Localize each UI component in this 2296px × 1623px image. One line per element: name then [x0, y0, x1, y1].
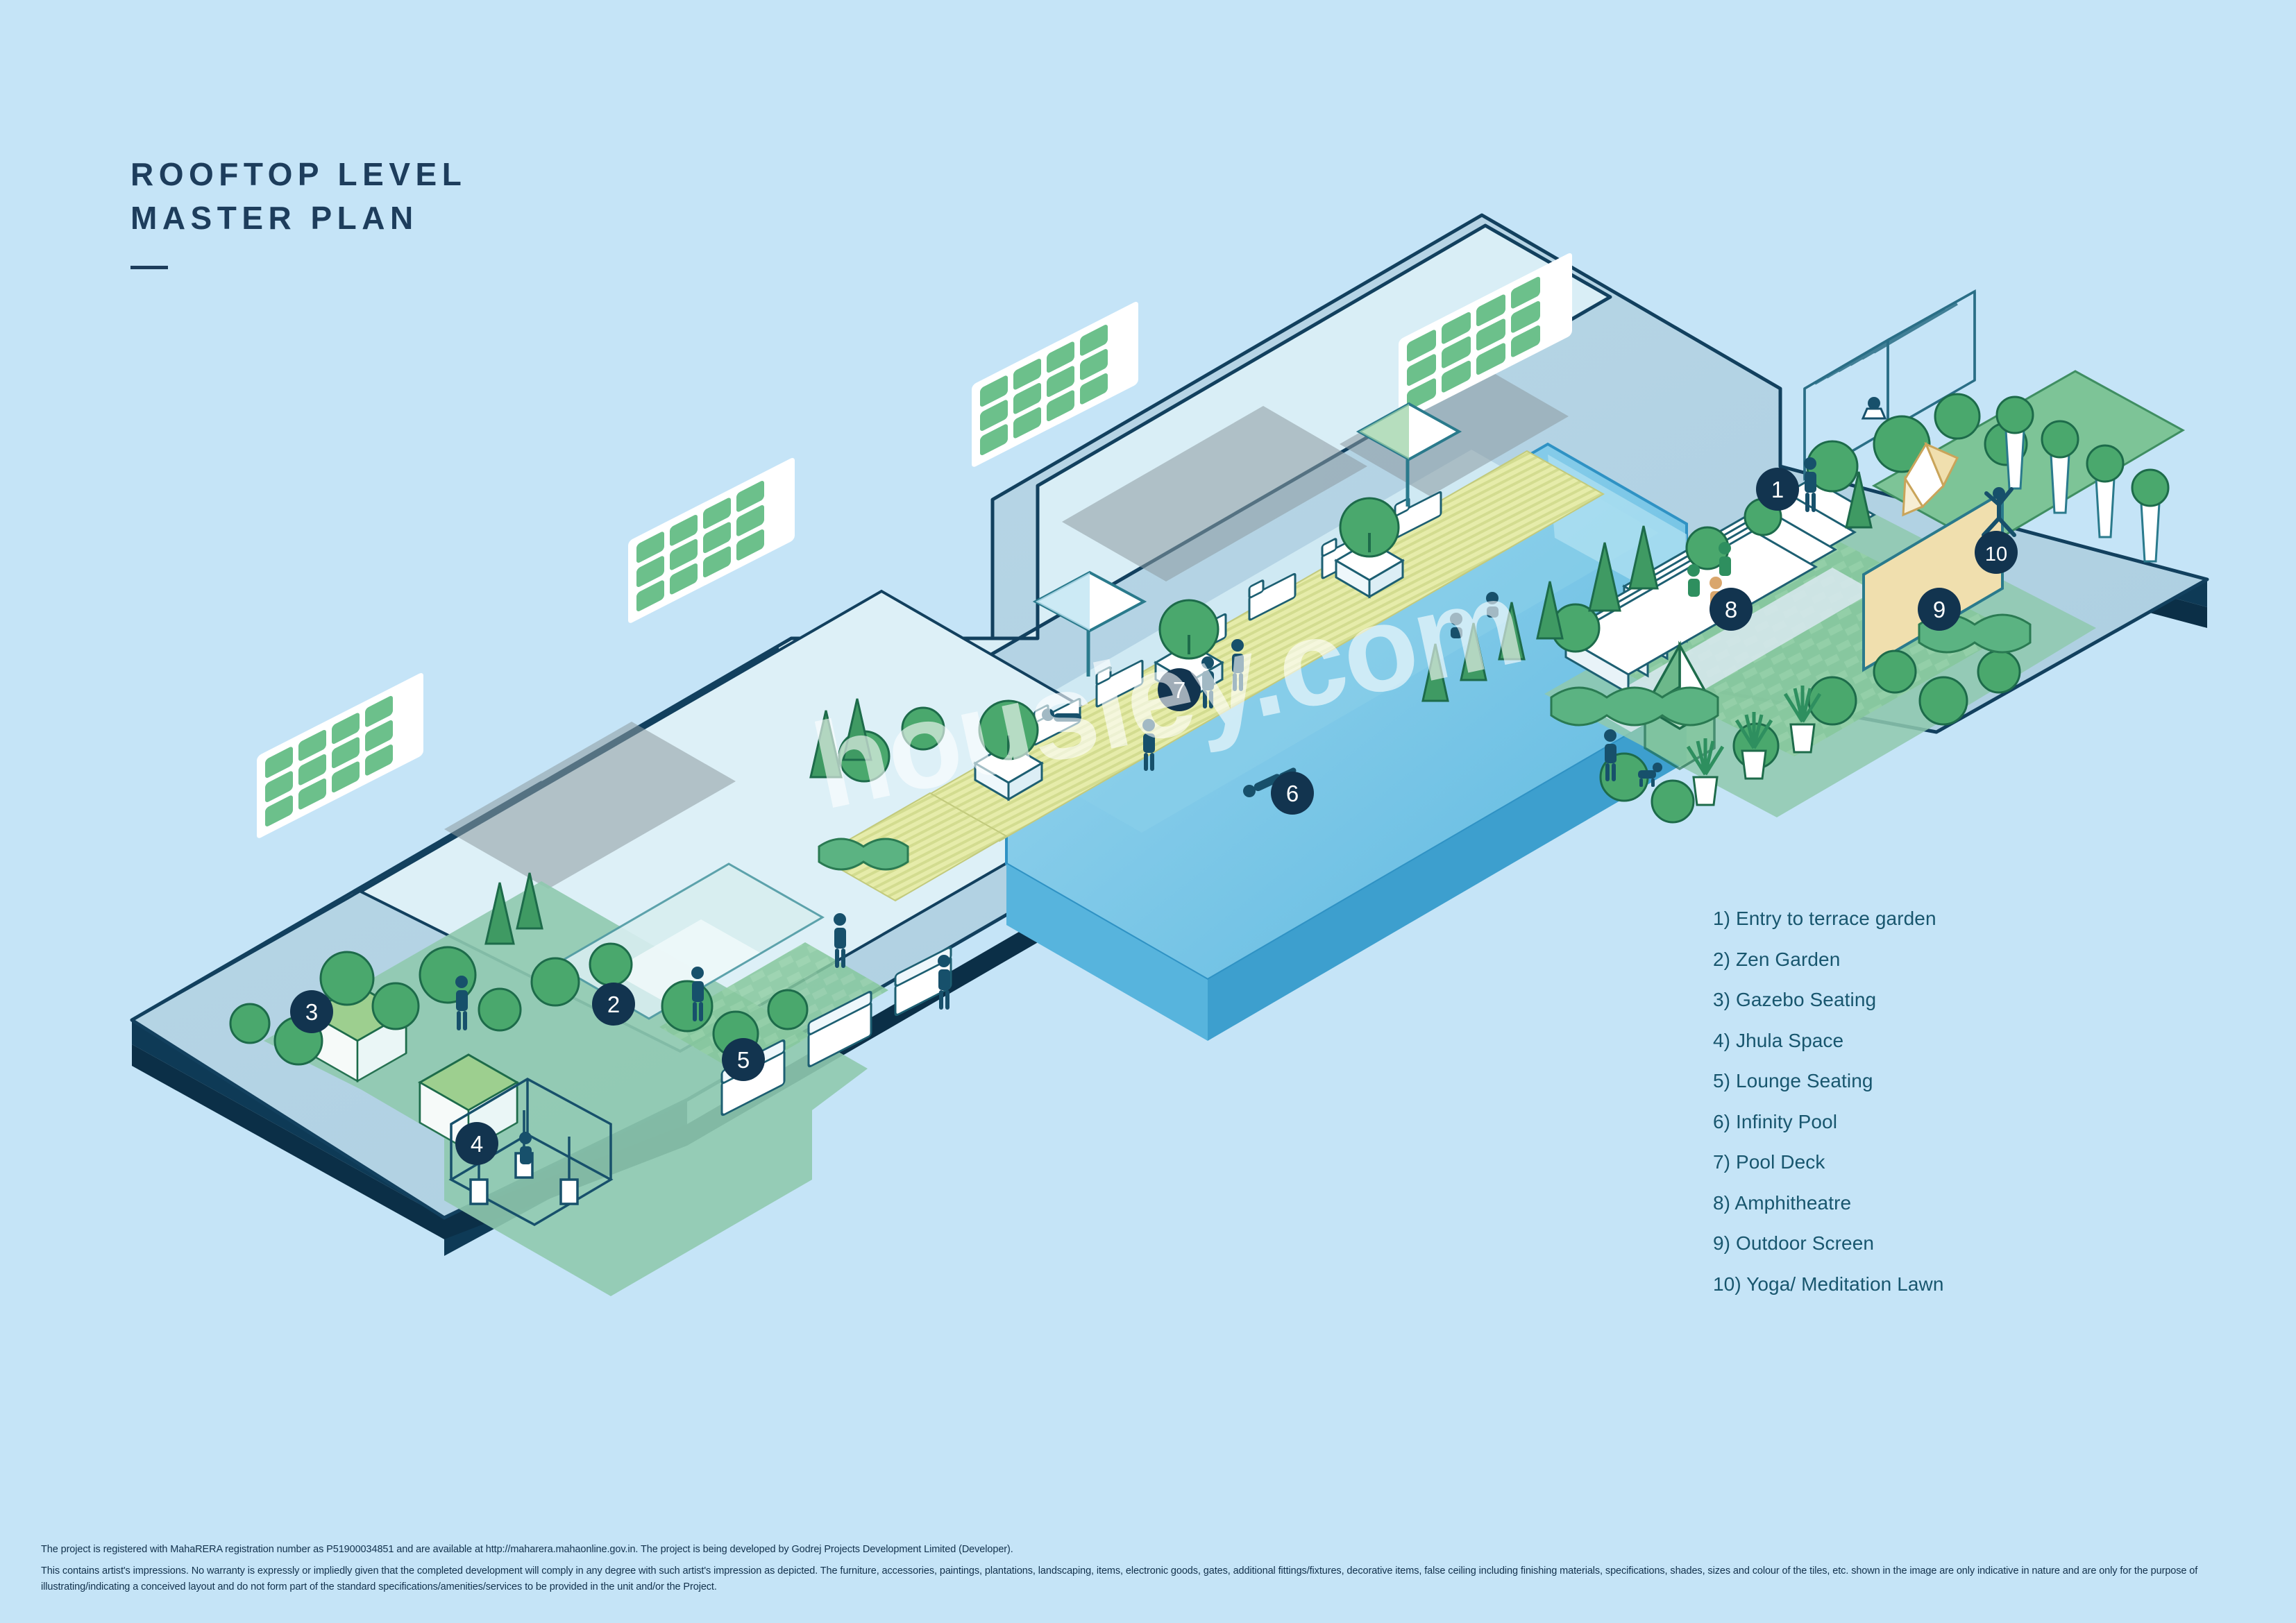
- roof-shadow-patches: [444, 364, 1735, 889]
- page-title: ROOFTOP LEVEL MASTER PLAN: [130, 153, 466, 269]
- legend-list: 1) Entry to terrace garden 2) Zen Garden 3…: [1713, 909, 1944, 1315]
- title-line-2: MASTER PLAN: [130, 200, 419, 237]
- map-marker-number: 1: [1771, 477, 1784, 502]
- map-marker-entry-to-terrace-garden[interactable]: 1: [1756, 468, 1799, 511]
- map-marker-number: 10: [1985, 543, 2007, 566]
- map-marker-number: 8: [1725, 597, 1737, 622]
- hex-pavilion: [1641, 640, 1717, 771]
- left-garden-zone: [264, 863, 888, 1296]
- jhula-swings: [448, 1077, 614, 1227]
- map-marker-number: 3: [305, 999, 318, 1025]
- legend-item-2: 2) Zen Garden: [1713, 948, 1841, 970]
- rera-registration-line: The project is registered with MahaRERA …: [41, 1544, 1013, 1555]
- tower-roof-upper: [359, 223, 1612, 890]
- title-line-1: ROOFTOP LEVEL: [130, 156, 467, 192]
- infinity-pool: [1005, 442, 1688, 1041]
- legend-item-8: 8) Amphitheatre: [1713, 1191, 1852, 1214]
- title-underline-rule: [130, 265, 168, 269]
- map-marker-amphitheatre[interactable]: 8: [1710, 588, 1753, 631]
- deck-planters: [973, 497, 1405, 801]
- map-marker-outdoor-screen[interactable]: 9: [1918, 588, 1961, 631]
- map-marker-gazebo-seating[interactable]: 3: [290, 990, 333, 1033]
- map-marker-number: 9: [1933, 597, 1945, 622]
- legend-item-7: 7) Pool Deck: [1713, 1151, 1825, 1173]
- map-marker-pool-deck[interactable]: 7: [1158, 668, 1201, 711]
- legend-item-1: 1) Entry to terrace garden: [1713, 908, 1936, 929]
- legend-item-5: 5) Lounge Seating: [1713, 1070, 1873, 1091]
- entry-pergola: [1803, 289, 1976, 482]
- footer-disclaimer: The project is registered with MahaRERA …: [41, 1542, 2262, 1595]
- map-marker-jhula-space[interactable]: 4: [455, 1122, 498, 1165]
- terrace-garden-zone: [1544, 370, 2186, 817]
- outdoor-screen: [1862, 490, 2004, 672]
- sun-loungers: [1033, 491, 1442, 746]
- gazebo-seating: [306, 984, 520, 1153]
- pool-umbrellas: [1032, 402, 1462, 677]
- map-marker-number: 6: [1286, 781, 1299, 806]
- map-marker-number: 2: [607, 992, 620, 1017]
- green-panel-grids: [257, 253, 1572, 838]
- map-marker-number: 4: [471, 1131, 483, 1157]
- legend-item-4: 4) Jhula Space: [1713, 1029, 1844, 1051]
- lounge-seating: [720, 946, 952, 1116]
- amphitheatre: [1563, 477, 1877, 695]
- map-marker-lounge-seating[interactable]: 5: [722, 1038, 765, 1081]
- map-marker-zen-garden[interactable]: 2: [592, 983, 635, 1026]
- map-marker-infinity-pool[interactable]: 6: [1271, 772, 1314, 815]
- legend-item-9: 9) Outdoor Screen: [1713, 1232, 1875, 1254]
- tower-roof-lower: [130, 589, 1183, 1053]
- watermark-housiey: housiey.com: [802, 553, 1533, 835]
- map-marker-number: 7: [1173, 677, 1185, 703]
- map-marker-yoga-meditation-lawn[interactable]: 10: [1975, 531, 2018, 574]
- legend-item-3: 3) Gazebo Seating: [1713, 989, 1877, 1010]
- pool-deck: [817, 450, 1605, 902]
- origami-sculpture: [1902, 441, 1959, 517]
- map-marker-number: 5: [737, 1047, 750, 1073]
- artist-impression-disclaimer: This contains artist's impressions. No w…: [41, 1565, 2198, 1592]
- legend-item-6: 6) Infinity Pool: [1713, 1110, 1838, 1132]
- legend-item-10: 10) Yoga/ Meditation Lawn: [1713, 1273, 1944, 1295]
